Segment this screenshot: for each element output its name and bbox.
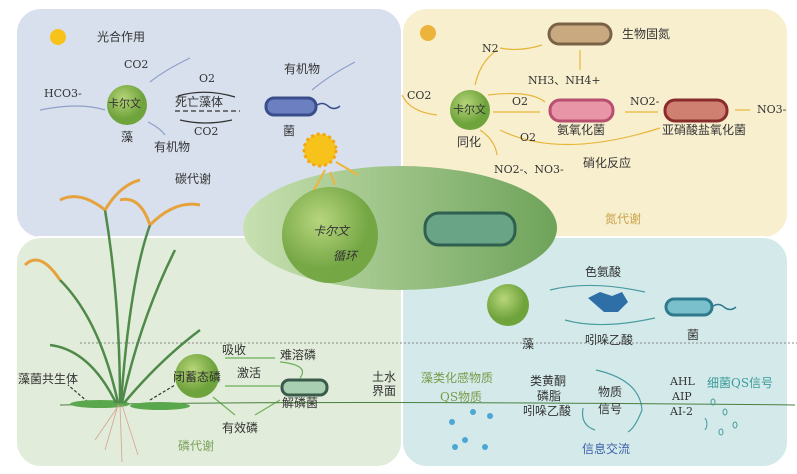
organic-out-label: 有机物: [154, 140, 191, 154]
qs-material-label: QS物质: [440, 390, 483, 404]
center-cell: [282, 187, 378, 283]
algae-cell: [487, 284, 529, 326]
absorb-label: 吸收: [222, 343, 247, 357]
aip-label: AIP: [672, 390, 692, 403]
organic-in-label: 有机物: [284, 62, 321, 76]
signal-label: 信号: [598, 402, 623, 416]
iaa-label: 吲哚乙酸: [585, 333, 634, 347]
algae-signals-label: 藻类化感物质: [421, 371, 494, 385]
no3-label: NO3-: [757, 103, 787, 116]
calvin-label: 卡尔文: [108, 97, 141, 110]
dead-algae-label: 死亡藻体: [175, 95, 224, 109]
material-label: 物质: [598, 385, 623, 399]
bacteria-info-label: 菌: [687, 328, 700, 342]
iaa2-label: 吲哚乙酸: [523, 404, 572, 418]
no2-no3-label: NO2-、NO3-: [494, 163, 564, 176]
ai2-label: AI-2: [670, 405, 694, 418]
activate-label: 激活: [237, 366, 262, 380]
bacteria-label: 菌: [283, 124, 296, 138]
fixation-label: 生物固氮: [622, 27, 671, 41]
nob-label: 亚硝酸盐氧化菌: [662, 123, 747, 137]
soil-line: [59, 402, 796, 406]
nitrification-label: 硝化反应: [583, 156, 632, 170]
phospholipid-label: 磷脂: [537, 389, 562, 403]
roots-icon: [94, 404, 139, 463]
o2-a-label: O2: [512, 95, 529, 108]
hco3-label: HCO3-: [44, 87, 82, 100]
center-cycle-label: 循环: [333, 249, 358, 263]
sun-icon: [50, 25, 436, 168]
calvin-n-label: 卡尔文: [453, 103, 486, 116]
carbon-title: 碳代谢: [175, 172, 212, 186]
bacterial-qs-label: 细菌QS信号: [707, 376, 774, 390]
co2-back-label: CO2: [194, 125, 219, 138]
arrows: [39, 44, 750, 433]
calvin-cell-nitrogen: [450, 90, 490, 130]
algae-label: 藻: [121, 130, 134, 144]
tryptophan-label: 色氨酸: [585, 265, 622, 279]
no2-label: NO2-: [630, 95, 660, 108]
co2-n-label: CO2: [407, 89, 432, 102]
symbiont-label: 藻菌共生体: [18, 372, 79, 386]
flavonoid-label: 类黄酮: [530, 374, 567, 388]
o2-b-label: O2: [520, 131, 537, 144]
bacteria-icon: [264, 22, 737, 397]
ahl-label: AHL: [670, 375, 695, 388]
handshake-icon: [588, 292, 628, 312]
insoluble-p-label: 难溶磷: [280, 348, 317, 362]
photosynthesis-label: 光合作用: [97, 30, 146, 44]
available-p-label: 有效磷: [222, 421, 259, 435]
assimilation-label: 同化: [457, 135, 482, 149]
interface-label: 土水界面: [372, 370, 397, 399]
n2-label: N2: [482, 42, 499, 55]
nh-label: NH3、NH4+: [528, 74, 601, 87]
algae-info-label: 藻: [522, 337, 535, 351]
co2-label: CO2: [124, 58, 149, 71]
molecule-icon: [449, 409, 493, 450]
qs-signal-icon: [704, 398, 738, 436]
phosphorus-title: 磷代谢: [178, 439, 215, 453]
rice-grain-icon: [23, 178, 201, 281]
occluded-p-label: 闭蓄态磷: [173, 370, 222, 384]
o2-label: O2: [199, 72, 216, 85]
rice-plant-icon: [49, 209, 201, 404]
psb-label: 解磷菌: [282, 396, 319, 410]
aob-label: 氨氧化菌: [557, 123, 606, 137]
calvin-cell-carbon: [107, 85, 147, 125]
center-calvin-label: 卡尔文: [313, 224, 350, 238]
occluded-p-cell: [175, 354, 219, 398]
nitrogen-title: 氮代谢: [605, 212, 642, 226]
info-title: 信息交流: [582, 442, 631, 456]
